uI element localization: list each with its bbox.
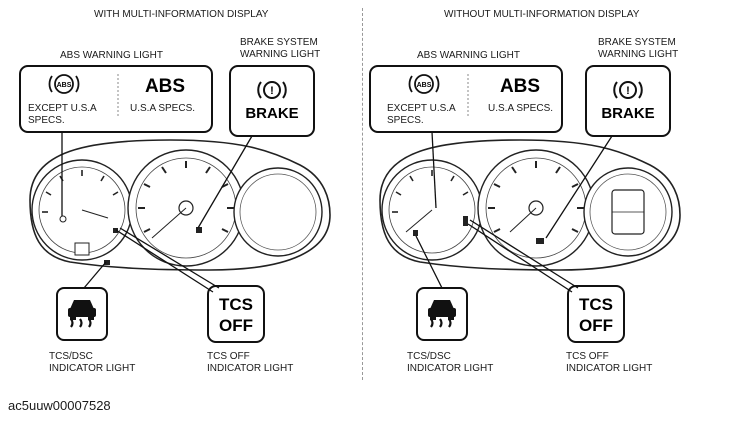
abs-circle-icon: ABS bbox=[48, 74, 80, 94]
label-abs-warning-light: ABS WARNING LIGHT bbox=[60, 50, 163, 61]
brake-text-symbol-2: BRAKE bbox=[601, 105, 654, 122]
header-without-mid: WITHOUT MULTI-INFORMATION DISPLAY bbox=[444, 9, 640, 20]
abs-text-symbol-2: ABS bbox=[500, 76, 540, 97]
tcs-off-callout: TCS OFF bbox=[115, 227, 265, 343]
label-brake-system-warning-light: BRAKE SYSTEM WARNING LIGHT bbox=[240, 37, 321, 60]
tcs-dsc-callout bbox=[56, 261, 108, 341]
panel-divider bbox=[362, 8, 363, 380]
left-panel: ABS ABS ! BRAKE TCS OFF bbox=[19, 65, 331, 343]
label-except-usa-specs-2: EXCEPT U.S.A SPECS. bbox=[387, 103, 456, 126]
label-tcs-off-indicator: TCS OFF INDICATOR LIGHT bbox=[207, 351, 294, 374]
figure-code: ac5uuw00007528 bbox=[8, 398, 111, 413]
abs-warning-callout-2: ABS ABS bbox=[369, 65, 563, 209]
right-panel: ABS ABS ! BRAKE TCS OFF bbox=[369, 65, 681, 343]
brake-circle-icon: ! bbox=[257, 81, 287, 99]
off-text: OFF bbox=[219, 316, 253, 335]
label-tcs-off-indicator-2: TCS OFF INDICATOR LIGHT bbox=[566, 351, 653, 374]
abs-warning-callout: ABS ABS bbox=[19, 65, 213, 216]
brake-text-symbol: BRAKE bbox=[245, 105, 298, 122]
svg-text:ABS: ABS bbox=[417, 82, 432, 89]
tcs-text: TCS bbox=[219, 295, 253, 314]
label-except-usa-specs: EXCEPT U.S.A SPECS. bbox=[28, 103, 97, 126]
abs-text-symbol: ABS bbox=[145, 76, 185, 97]
label-tcs-dsc-indicator-2: TCS/DSC INDICATOR LIGHT bbox=[407, 351, 494, 374]
tcs-text-2: TCS bbox=[579, 295, 613, 314]
brake-circle-icon-2: ! bbox=[613, 81, 643, 99]
left-cluster bbox=[29, 139, 331, 271]
label-brake-system-warning-light-2: BRAKE SYSTEM WARNING LIGHT bbox=[598, 37, 679, 60]
right-cluster bbox=[379, 139, 681, 271]
label-usa-specs: U.S.A SPECS. bbox=[130, 103, 196, 114]
svg-text:!: ! bbox=[626, 85, 630, 97]
tcs-dsc-callout-2 bbox=[415, 235, 468, 341]
svg-text:ABS: ABS bbox=[57, 82, 72, 89]
tcs-off-callout-2: TCS OFF bbox=[467, 219, 625, 343]
abs-circle-icon-2: ABS bbox=[408, 74, 440, 94]
label-usa-specs-2: U.S.A SPECS. bbox=[488, 103, 554, 114]
label-tcs-dsc-indicator: TCS/DSC INDICATOR LIGHT bbox=[49, 351, 136, 374]
svg-text:!: ! bbox=[270, 85, 274, 97]
brake-warning-callout: ! BRAKE bbox=[197, 65, 315, 229]
off-text-2: OFF bbox=[579, 316, 613, 335]
label-abs-warning-light-2: ABS WARNING LIGHT bbox=[417, 50, 520, 61]
header-with-mid: WITH MULTI-INFORMATION DISPLAY bbox=[94, 9, 269, 20]
brake-warning-callout-2: ! BRAKE bbox=[545, 65, 671, 239]
